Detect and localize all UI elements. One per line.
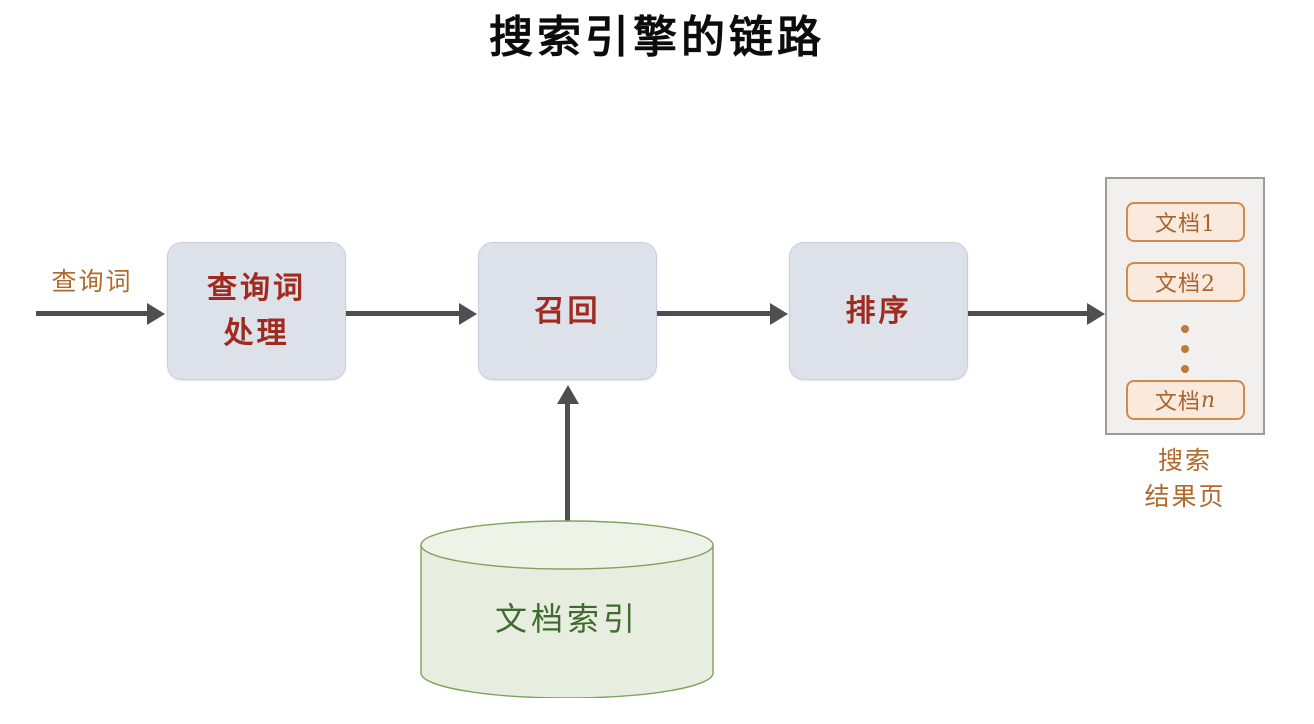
result-document-2[interactable]: 文档2 — [1126, 262, 1245, 302]
document-index-cylinder[interactable] — [420, 520, 714, 698]
process-box-query-processing-label: 查询词 处理 — [207, 271, 306, 351]
ellipsis-dot — [1181, 325, 1189, 333]
result-document-n-prefix: 文档 — [1154, 390, 1201, 415]
arrow-query-processing-to-recall — [346, 311, 460, 316]
result-document-2-label: 文档2 — [1155, 272, 1216, 297]
ellipsis-dot — [1181, 365, 1189, 373]
process-box-ranking-label: 排序 — [845, 293, 912, 329]
result-document-1-label: 文档1 — [1155, 212, 1216, 237]
arrow-recall-to-ranking — [657, 311, 771, 316]
result-document-1[interactable]: 文档1 — [1126, 202, 1245, 242]
cylinder-shape — [420, 520, 714, 698]
process-box-query-processing[interactable]: 查询词 处理 — [167, 242, 346, 380]
document-index-label: 文档索引 — [494, 600, 639, 638]
result-document-n-suffix: n — [1200, 387, 1217, 413]
ellipsis-dot — [1181, 345, 1189, 353]
process-box-ranking[interactable]: 排序 — [789, 242, 968, 380]
arrow-ranking-to-results — [968, 311, 1088, 316]
search-results-caption: 搜索 结果页 — [1144, 446, 1226, 511]
process-box-recall[interactable]: 召回 — [478, 242, 657, 380]
vertical-ellipsis-icon — [1178, 325, 1192, 373]
process-box-recall-label: 召回 — [534, 293, 601, 329]
page-title: 搜索引擎的链路 — [489, 12, 825, 63]
query-input-label: 查询词 — [51, 267, 133, 296]
arrow-index-to-recall — [565, 403, 570, 528]
arrow-input-to-query-processing — [36, 311, 148, 316]
